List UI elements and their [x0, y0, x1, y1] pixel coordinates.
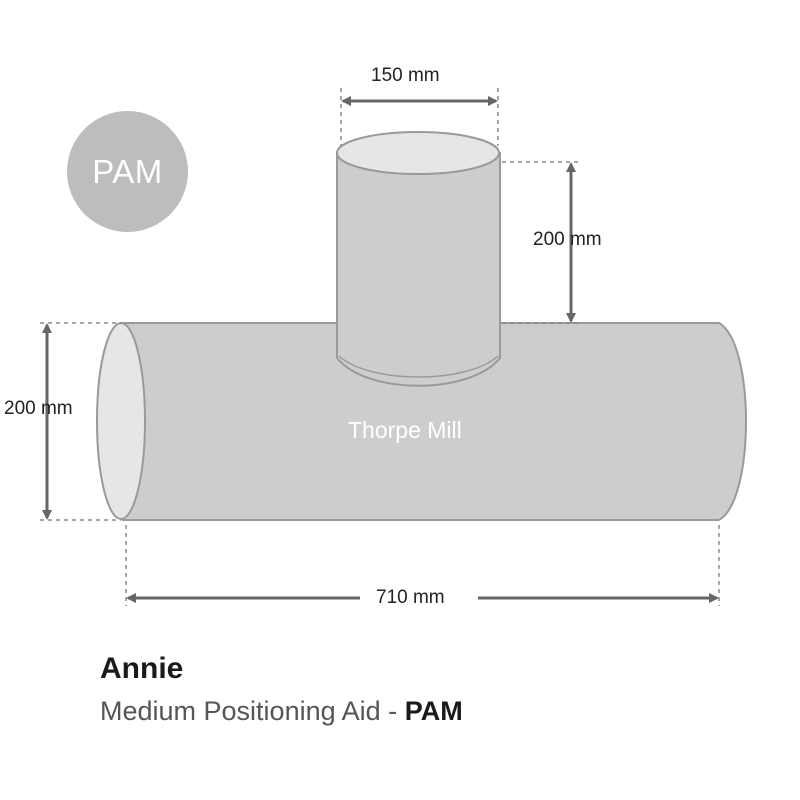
pam-badge: PAM	[67, 111, 188, 232]
product-separator: -	[388, 696, 398, 726]
product-code: PAM	[404, 696, 463, 726]
body-diameter-label: 200 mm	[4, 398, 73, 419]
pam-badge-label: PAM	[92, 152, 163, 190]
bolster-end-cap	[96, 322, 146, 520]
top-height-label: 200 mm	[533, 229, 602, 250]
brand-label: Thorpe Mill	[348, 417, 462, 443]
top-cylinder-end-cap	[336, 131, 500, 175]
product-name: Annie	[100, 652, 184, 685]
top-width-label: 150 mm	[371, 65, 440, 86]
product-description: Medium Positioning Aid	[100, 696, 381, 726]
body-length-label: 710 mm	[376, 587, 445, 608]
dimension-arrows	[42, 96, 719, 603]
top-cylinder	[336, 131, 501, 387]
product-description-line: Medium Positioning Aid - PAM	[100, 696, 463, 727]
